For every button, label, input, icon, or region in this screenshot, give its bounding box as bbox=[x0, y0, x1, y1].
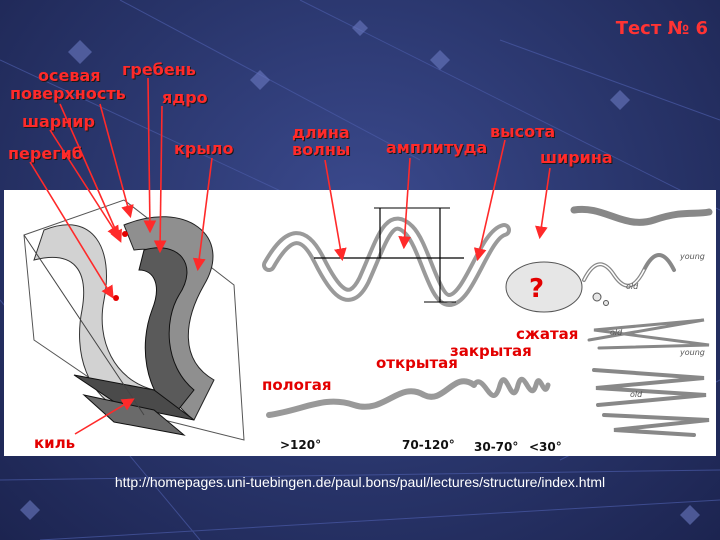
label-axial-surface-line2: поверхность bbox=[10, 84, 126, 103]
fold-type-gentle: пологая bbox=[262, 376, 332, 394]
label-bend: перегиб bbox=[8, 144, 83, 163]
slide-title: Тест № 6 bbox=[615, 18, 708, 39]
small-label-young-1: young bbox=[680, 252, 705, 261]
question-bubble bbox=[505, 261, 609, 313]
small-label-old-1: old bbox=[626, 282, 639, 291]
label-width: ширина bbox=[540, 148, 613, 167]
fold-diagram-panel: ? сжатая закрытая открытая пологая киль … bbox=[4, 190, 716, 456]
fold-type-open: открытая bbox=[376, 354, 458, 372]
angle-closed: 30-70° bbox=[474, 440, 519, 454]
fold-type-closed: закрытая bbox=[450, 342, 532, 360]
fold-3d-block bbox=[23, 199, 245, 441]
label-hinge: шарнир bbox=[22, 112, 95, 131]
question-mark: ? bbox=[529, 274, 545, 304]
label-crest: гребень bbox=[122, 60, 196, 79]
angle-tight: <30° bbox=[529, 440, 562, 454]
label-amplitude: амплитуда bbox=[386, 138, 488, 157]
small-label-young-2: young bbox=[680, 348, 705, 357]
fold-examples bbox=[570, 205, 713, 437]
label-keel: киль bbox=[34, 434, 76, 452]
label-limb: крыло bbox=[174, 139, 234, 158]
fold-progression bbox=[266, 376, 551, 418]
small-label-old-2: old bbox=[610, 328, 623, 337]
label-axial-surface-line1: осевая bbox=[38, 66, 101, 85]
label-core: ядро bbox=[162, 88, 208, 107]
angle-gentle: >120° bbox=[280, 438, 322, 452]
fold-type-tight: сжатая bbox=[516, 325, 579, 343]
angle-open: 70-120° bbox=[402, 438, 455, 452]
small-label-old-3: old bbox=[630, 390, 643, 399]
label-height: высота bbox=[490, 122, 556, 141]
source-url[interactable]: http://homepages.uni-tuebingen.de/paul.b… bbox=[114, 474, 606, 490]
fold-illustration bbox=[23, 199, 713, 441]
